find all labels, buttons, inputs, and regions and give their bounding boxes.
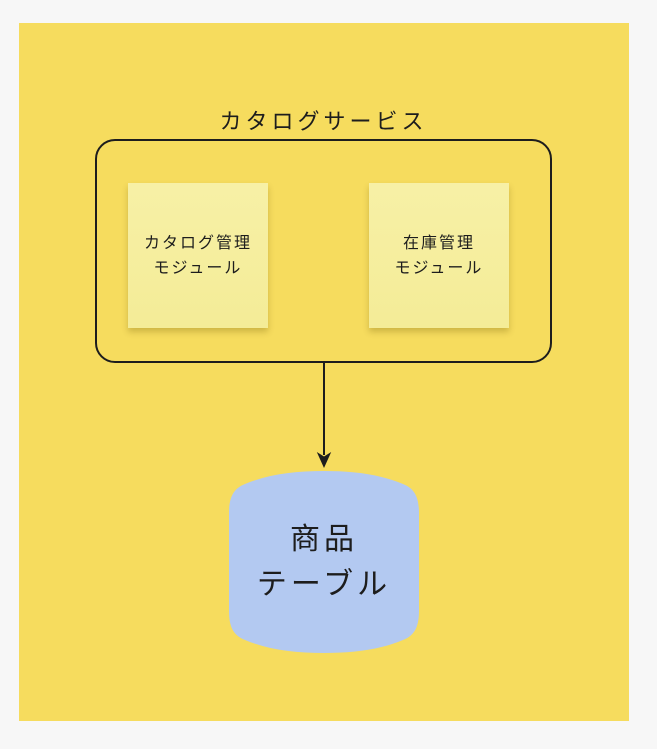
database-label-line2: テーブル	[256, 568, 392, 601]
group-frame-catalog-service[interactable]	[95, 139, 552, 363]
sticky-note-inventory-management[interactable]: 在庫管理 モジュール	[369, 183, 509, 328]
sticky-note-catalog-management[interactable]: カタログ管理 モジュール	[128, 183, 268, 328]
sticky-note-label-line1: カタログ管理	[143, 234, 252, 252]
database-label: 商品 テーブル	[229, 469, 419, 655]
sticky-note-label-line1: 在庫管理	[402, 234, 475, 252]
database-label-line1: 商品	[290, 523, 358, 556]
sticky-note-label-line2: モジュール	[153, 259, 243, 277]
arrow-down-connector-icon[interactable]	[314, 363, 334, 468]
sticky-note-label-line2: モジュール	[394, 259, 484, 277]
whiteboard-canvas: カタログサービス カタログ管理 モジュール 在庫管理 モジュール 商品 テーブル	[19, 23, 629, 721]
database-cylinder-product-table[interactable]: 商品 テーブル	[229, 469, 419, 655]
group-title: カタログサービス	[219, 109, 428, 134]
cylinder-shape-icon	[229, 471, 419, 653]
